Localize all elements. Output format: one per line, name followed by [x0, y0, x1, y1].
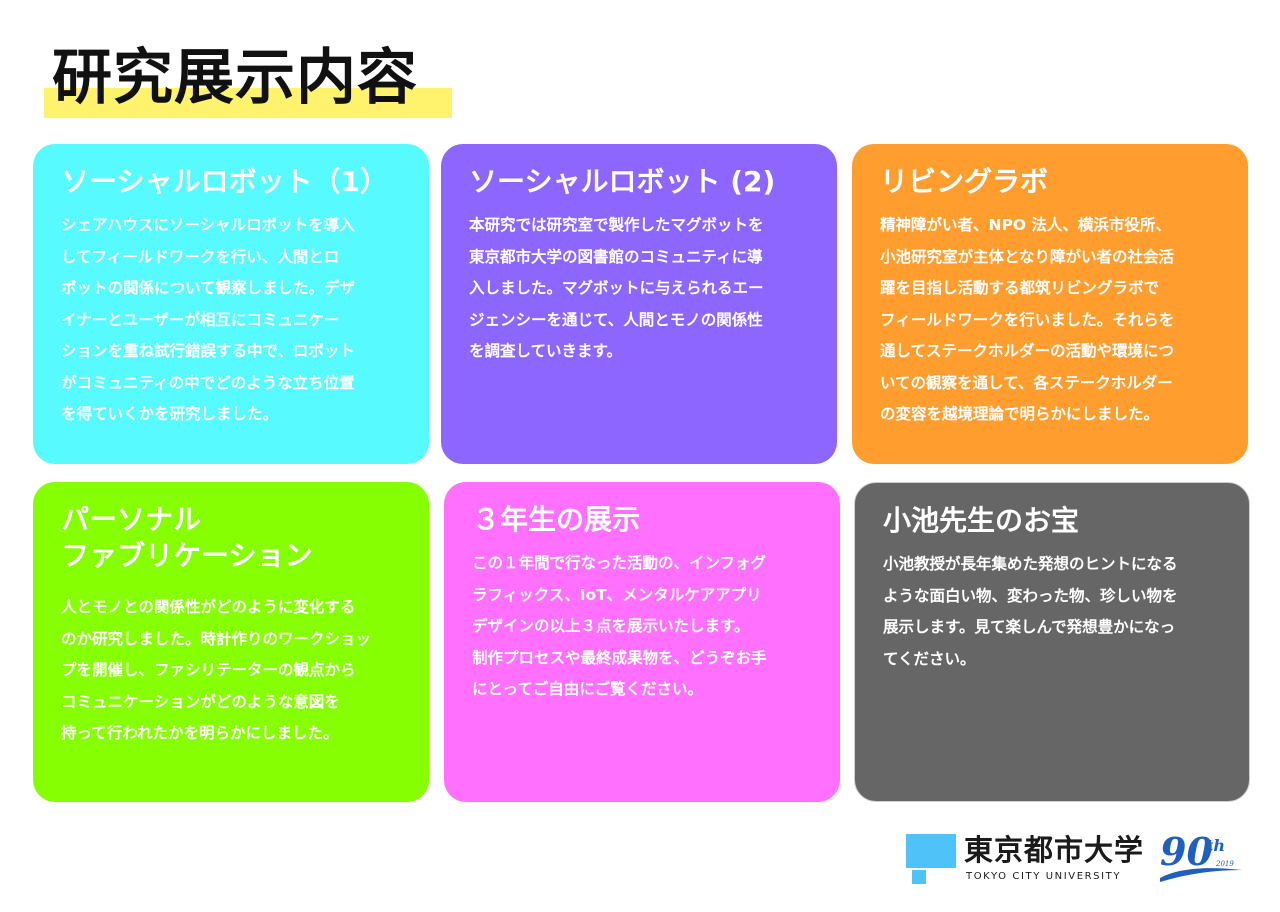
card-living-lab: リビングラボ 精神障がい者、NPO 法人、横浜市役所、 小池研究室が主体となり障… [852, 144, 1248, 464]
card-title: 小池先生のお宝 [883, 504, 1080, 537]
card-body: この１年間で行なった活動の、インフォグ ラフィックス、IoT、メンタルケアアプリ… [472, 554, 767, 698]
card-title: ソーシャルロボット (2) [469, 165, 776, 198]
card-title: ソーシャルロボット（1） [61, 165, 388, 198]
anniversary-suffix: th [1206, 836, 1226, 855]
card-personal-fabrication: パーソナル ファブリケーション 人とモノとの関係性がどのように変化する のか研究… [33, 482, 429, 802]
card-body: 精神障がい者、NPO 法人、横浜市役所、 小池研究室が主体となり障がい者の社会活… [880, 216, 1175, 423]
university-logo: 東京都市大学 TOKYO CITY UNIVERSITY 90 th 2019 [906, 830, 1246, 890]
university-name-en: TOKYO CITY UNIVERSITY [966, 871, 1122, 882]
university-name: 東京都市大学 [964, 833, 1145, 867]
swoosh-icon [1160, 868, 1242, 882]
card-body: 小池教授が長年集めた発想のヒントになる ような面白い物、変わった物、珍しい物を … [883, 555, 1178, 668]
card-body: 人とモノとの関係性がどのように変化する のか研究しました。時計作りのワークショッ… [61, 598, 372, 742]
card-third-year-exhibit: ３年生の展示 この１年間で行なった活動の、インフォグ ラフィックス、IoT、メン… [444, 482, 840, 802]
card-title: リビングラボ [880, 165, 1049, 198]
card-title: パーソナル ファブリケーション [61, 503, 313, 572]
anniversary-badge: 90 th 2019 [1158, 830, 1244, 886]
university-logo-mark-icon [906, 834, 956, 868]
card-title: ３年生の展示 [472, 503, 641, 536]
card-body: シェアハウスにソーシャルロボットを導入 してフィールドワークを行い、人間とロ ボ… [61, 216, 356, 423]
page-title: 研究展示内容 [52, 43, 418, 113]
card-koike-treasure: 小池先生のお宝 小池教授が長年集めた発想のヒントになる ような面白い物、変わった… [854, 482, 1250, 802]
card-social-robot-2: ソーシャルロボット (2) 本研究では研究室で製作したマグボットを 東京都市大学… [441, 144, 837, 464]
university-logo-dot-icon [912, 870, 926, 884]
card-social-robot-1: ソーシャルロボット（1） シェアハウスにソーシャルロボットを導入 してフィールド… [33, 144, 429, 464]
anniversary-number: 90 [1160, 829, 1213, 874]
anniversary-year: 2019 [1216, 860, 1234, 868]
card-body: 本研究では研究室で製作したマグボットを 東京都市大学の図書館のコミュニティに導 … [469, 216, 764, 360]
title-highlight [44, 88, 452, 118]
